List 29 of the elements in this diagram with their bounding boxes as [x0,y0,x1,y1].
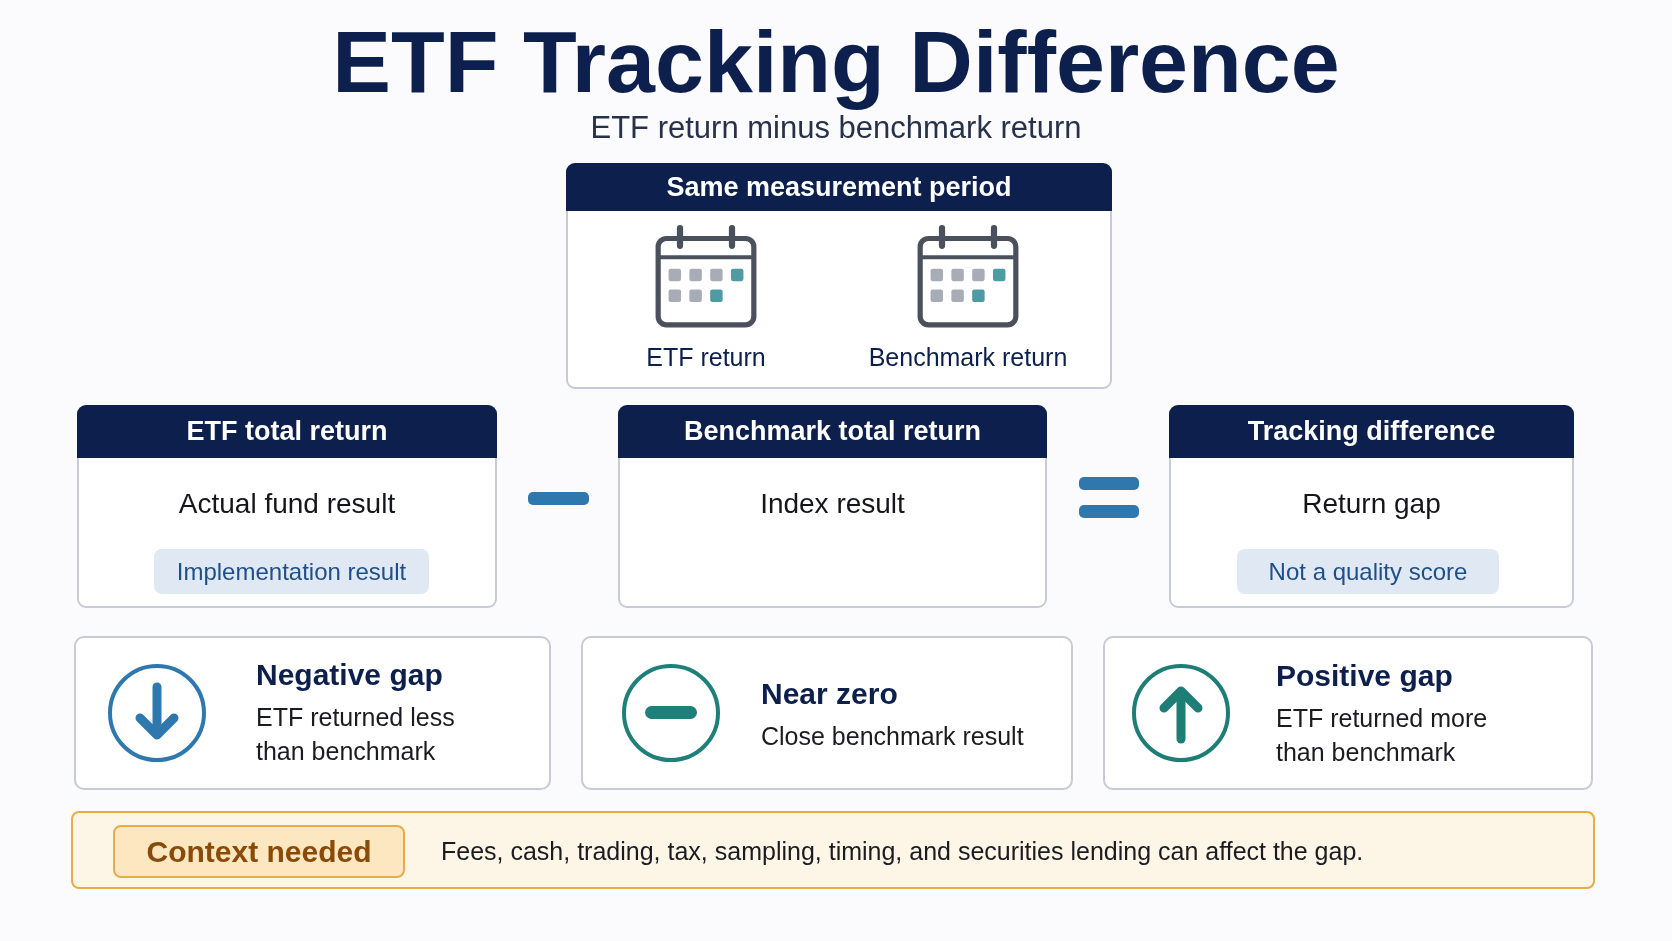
subtitle: ETF return minus benchmark return [590,110,1082,147]
outcome-text: ETF returned more than benchmark [1276,703,1489,768]
outcome-heading: Negative gap [256,657,443,693]
outcome-card [74,636,551,790]
panel-text: Index result [760,487,905,521]
panel-header: ETF total return [77,405,497,458]
note-tag: Not a quality score [1237,549,1499,594]
period-label: Benchmark return [868,342,1068,373]
panel-header: Tracking difference [1169,405,1574,458]
panel-card [566,163,1112,389]
note-label: Context needed [113,825,405,878]
panel-card [1169,405,1574,608]
outcome-heading: Positive gap [1276,658,1453,694]
outcome-text: Close benchmark result [761,721,1025,752]
outcome-heading: Near zero [761,676,898,712]
outcome-card [581,636,1073,790]
panel-card [618,405,1047,608]
panel-card [77,405,497,608]
title: ETF Tracking Difference [332,12,1340,112]
panel-text: Return gap [1302,487,1441,521]
note-text: Fees, cash, trading, tax, sampling, timing, and securities lending can affect the gap. [441,836,1364,867]
period-label: ETF return [646,342,766,373]
panel-text: Actual fund result [178,487,396,521]
outcome-text: ETF returned less than benchmark [256,702,456,767]
panel-header: Same measurement period [566,163,1112,211]
note-tag: Implementation result [154,549,429,594]
note-bar [71,811,1595,889]
outcome-card [1103,636,1593,790]
panel-header: Benchmark total return [618,405,1047,458]
